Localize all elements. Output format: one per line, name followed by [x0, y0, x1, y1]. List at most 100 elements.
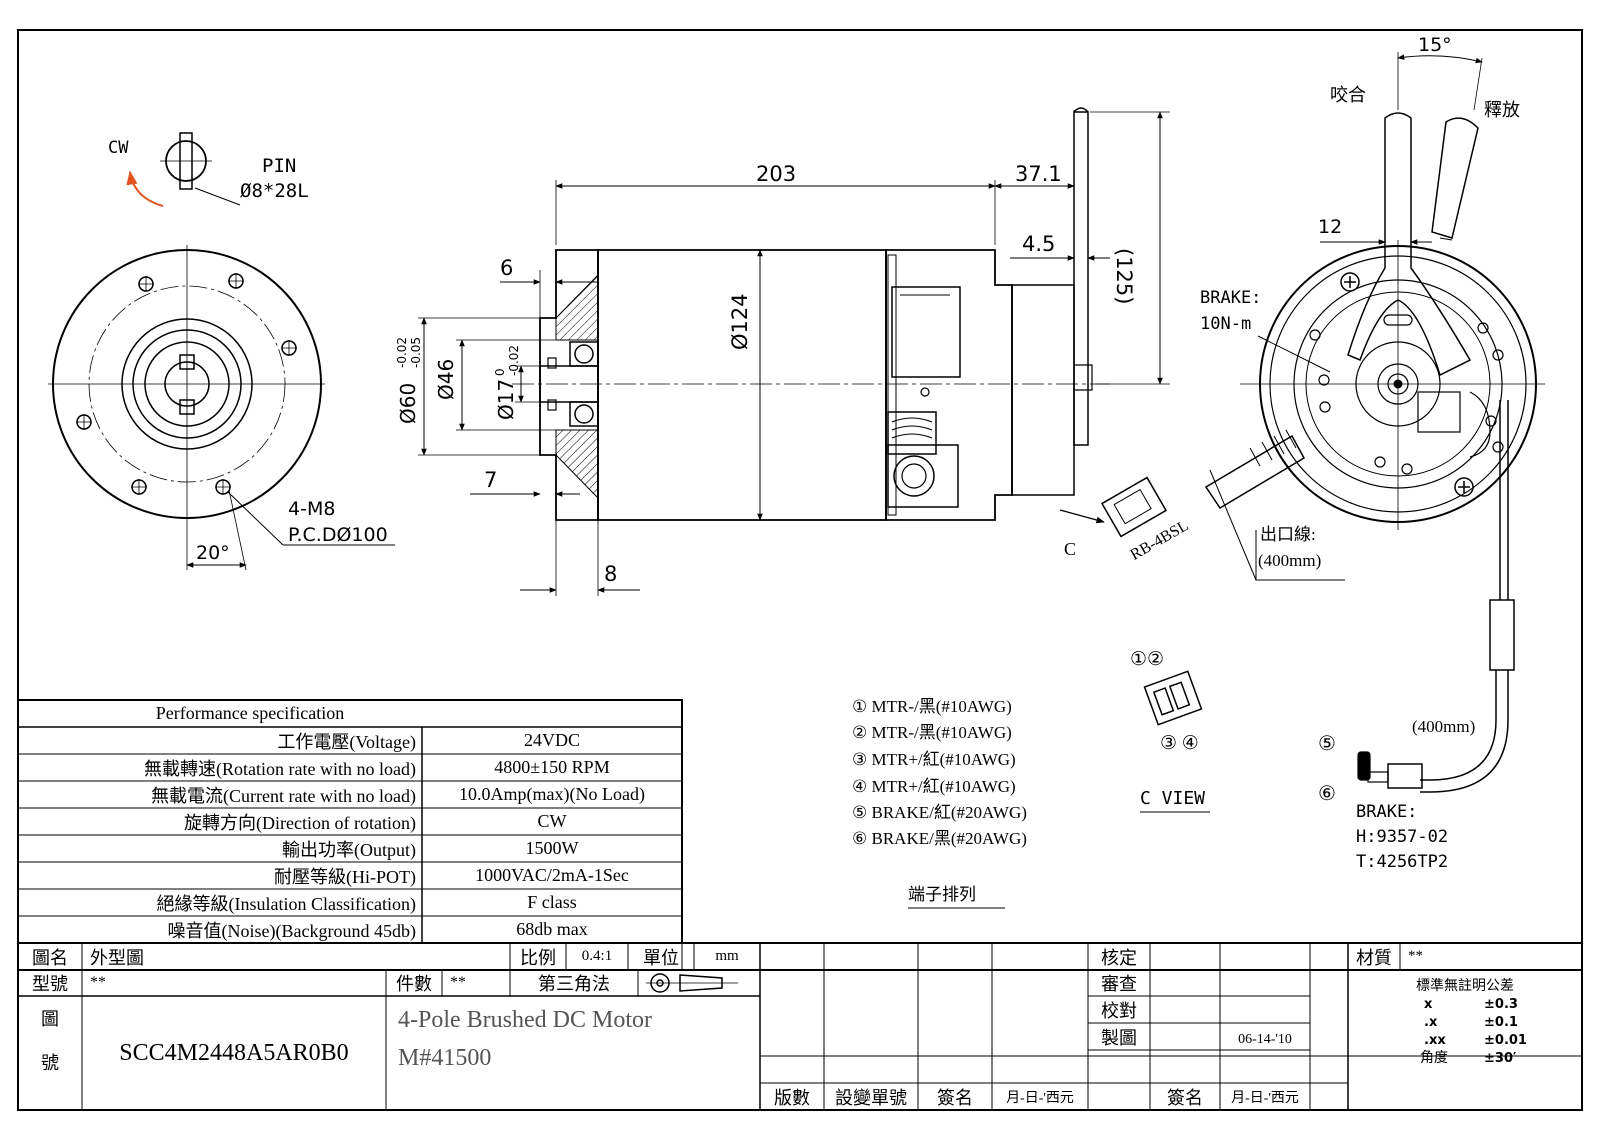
- tb-description-1: 4-Pole Brushed DC Motor: [398, 1007, 652, 1033]
- tb-unit: mm: [715, 948, 739, 964]
- tb-model-label: 型號: [32, 974, 68, 994]
- tb-review: 審查: [1101, 974, 1137, 994]
- spec-label-hipot: 耐壓等級(Hi-POT): [274, 866, 416, 887]
- brake-conn-housing: H:9357-02: [1356, 827, 1449, 847]
- tb-tol-val-3: ±0.01: [1484, 1033, 1527, 1048]
- outlet-label: 出口線:: [1260, 525, 1316, 544]
- dim-7: 7: [484, 468, 498, 492]
- tb-tol-val-4: ±30′: [1484, 1051, 1517, 1066]
- tb-drawing-name: 外型圖: [90, 947, 144, 968]
- outlet-length: (400mm): [1258, 551, 1322, 570]
- pcd-label: P.C.DØ100: [288, 524, 388, 546]
- front-view: [48, 132, 395, 571]
- tb-unit-label: 單位: [643, 947, 679, 968]
- angle-20-label: 20°: [196, 542, 230, 564]
- spec-value-hipot: 1000VAC/2mA-1Sec: [475, 865, 629, 885]
- tb-signature-2: 簽名: [1167, 1087, 1203, 1108]
- tb-drawing-no: SCC4M2448A5AR0B0: [119, 1039, 349, 1066]
- brake-conn-label: BRAKE:: [1356, 802, 1418, 822]
- spec-label-direction: 旋轉方向(Direction of rotation): [184, 812, 416, 833]
- tb-rev-no: 版數: [774, 1087, 810, 1108]
- tb-model: **: [90, 974, 106, 991]
- c-view-connector: [908, 670, 1210, 909]
- c-view-num-34: ③ ④: [1160, 733, 1199, 754]
- tb-scale: 0.4:1: [581, 948, 613, 964]
- terminal-caption: 端子排列: [908, 885, 976, 904]
- dia-46: Ø46: [434, 358, 458, 400]
- spec-title: Performance specification: [155, 703, 345, 723]
- tb-drawing-name-label: 圖名: [32, 947, 68, 968]
- dim-8: 8: [604, 562, 618, 586]
- tb-tol-val-2: ±0.1: [1484, 1015, 1518, 1030]
- dim-4-5: 4.5: [1022, 232, 1056, 256]
- spec-label-noise: 噪音值(Noise)(Background 45db): [167, 920, 416, 941]
- tb-tol-key-3: .xx: [1424, 1033, 1446, 1048]
- tb-drawing-no-label-2: 號: [41, 1053, 59, 1073]
- tb-tol-key-1: x: [1424, 997, 1433, 1012]
- dia-60-tol-upper: -0.02: [395, 336, 409, 368]
- title-block-grid: [17, 942, 1583, 1111]
- rear-view: [1059, 52, 1545, 793]
- dim-12: 12: [1318, 216, 1343, 238]
- c-view-num-12: ①②: [1130, 649, 1165, 670]
- terminal-4: ④ MTR+/紅(#10AWG): [852, 777, 1016, 796]
- spec-value-output: 1500W: [525, 838, 579, 858]
- lead-length: (400mm): [1412, 717, 1476, 736]
- rotation-label: CW: [108, 138, 129, 158]
- brake-torque: 10N-m: [1200, 314, 1252, 334]
- dim-6: 6: [500, 256, 514, 280]
- side-view: [418, 107, 1170, 596]
- angle-15-label: 15°: [1418, 34, 1452, 56]
- dim-37-1: 37.1: [1015, 162, 1062, 186]
- dia-17: Ø17: [494, 378, 518, 420]
- pin-5-marker: ⑤: [1318, 733, 1336, 755]
- tb-date-format-2: 月-日-'西元: [1231, 1090, 1299, 1106]
- dia-60-tol-lower: -0.05: [409, 336, 423, 368]
- terminal-1: ① MTR-/黑(#10AWG): [852, 697, 1012, 716]
- tb-description-2: M#41500: [398, 1045, 492, 1071]
- terminal-5: ⑤ BRAKE/紅(#20AWG): [852, 803, 1027, 822]
- holes-label: 4-M8: [288, 498, 336, 520]
- dia-17-tol-upper: 0: [493, 368, 507, 376]
- tb-material: **: [1408, 948, 1423, 964]
- spec-label-current: 無載電流(Current rate with no load): [151, 785, 416, 806]
- view-c-marker: C: [1064, 539, 1077, 559]
- pin-6-marker: ⑥: [1318, 783, 1336, 805]
- pin-size-label: Ø8*28L: [240, 180, 309, 202]
- tb-drawn: 製圖: [1101, 1027, 1137, 1048]
- dia-60: Ø60: [396, 382, 420, 424]
- spec-label-voltage: 工作電壓(Voltage): [277, 731, 416, 752]
- spec-value-current: 10.0Amp(max)(No Load): [459, 784, 645, 804]
- tb-change-no: 設變單號: [835, 1087, 907, 1108]
- tb-check: 核定: [1101, 947, 1137, 968]
- spec-value-rpm: 4800±150 RPM: [494, 757, 610, 777]
- tb-tol-val-1: ±0.3: [1484, 997, 1518, 1012]
- terminal-6: ⑥ BRAKE/黑(#20AWG): [852, 829, 1027, 848]
- tb-qty: **: [450, 974, 466, 991]
- spec-value-voltage: 24VDC: [523, 730, 580, 750]
- tb-drawn-date: 06-14-'10: [1238, 1031, 1292, 1047]
- rotation-arrow: [126, 170, 164, 207]
- tb-date-format: 月-日-'西元: [1006, 1090, 1074, 1106]
- terminal-3: ③ MTR+/紅(#10AWG): [852, 750, 1016, 769]
- tb-drawing-no-label-1: 圖: [41, 1009, 59, 1029]
- spec-value-direction: CW: [537, 811, 567, 831]
- spec-label-output: 輸出功率(Output): [282, 839, 416, 860]
- tb-projection: 第三角法: [538, 974, 610, 994]
- tb-scale-label: 比例: [520, 947, 556, 968]
- dim-125: (125): [1112, 248, 1136, 305]
- tb-signature: 簽名: [937, 1087, 973, 1108]
- spec-value-insulation: F class: [527, 892, 577, 912]
- engage-label: 咬合: [1330, 85, 1366, 105]
- tb-verify: 校對: [1101, 1000, 1137, 1021]
- brake-conn-terminal: T:4256TP2: [1356, 852, 1449, 872]
- terminal-2: ② MTR-/黑(#10AWG): [852, 723, 1012, 742]
- spec-label-rpm: 無載轉速(Rotation rate with no load): [144, 758, 416, 779]
- tb-material-label: 材質: [1356, 947, 1392, 968]
- tb-tolerance-title: 標準無註明公差: [1416, 979, 1514, 994]
- brake-label: BRAKE:: [1200, 288, 1262, 308]
- dia-17-tol-lower: -0.02: [507, 344, 521, 376]
- pin-label: PIN: [262, 155, 297, 177]
- c-view-label: C VIEW: [1140, 788, 1206, 809]
